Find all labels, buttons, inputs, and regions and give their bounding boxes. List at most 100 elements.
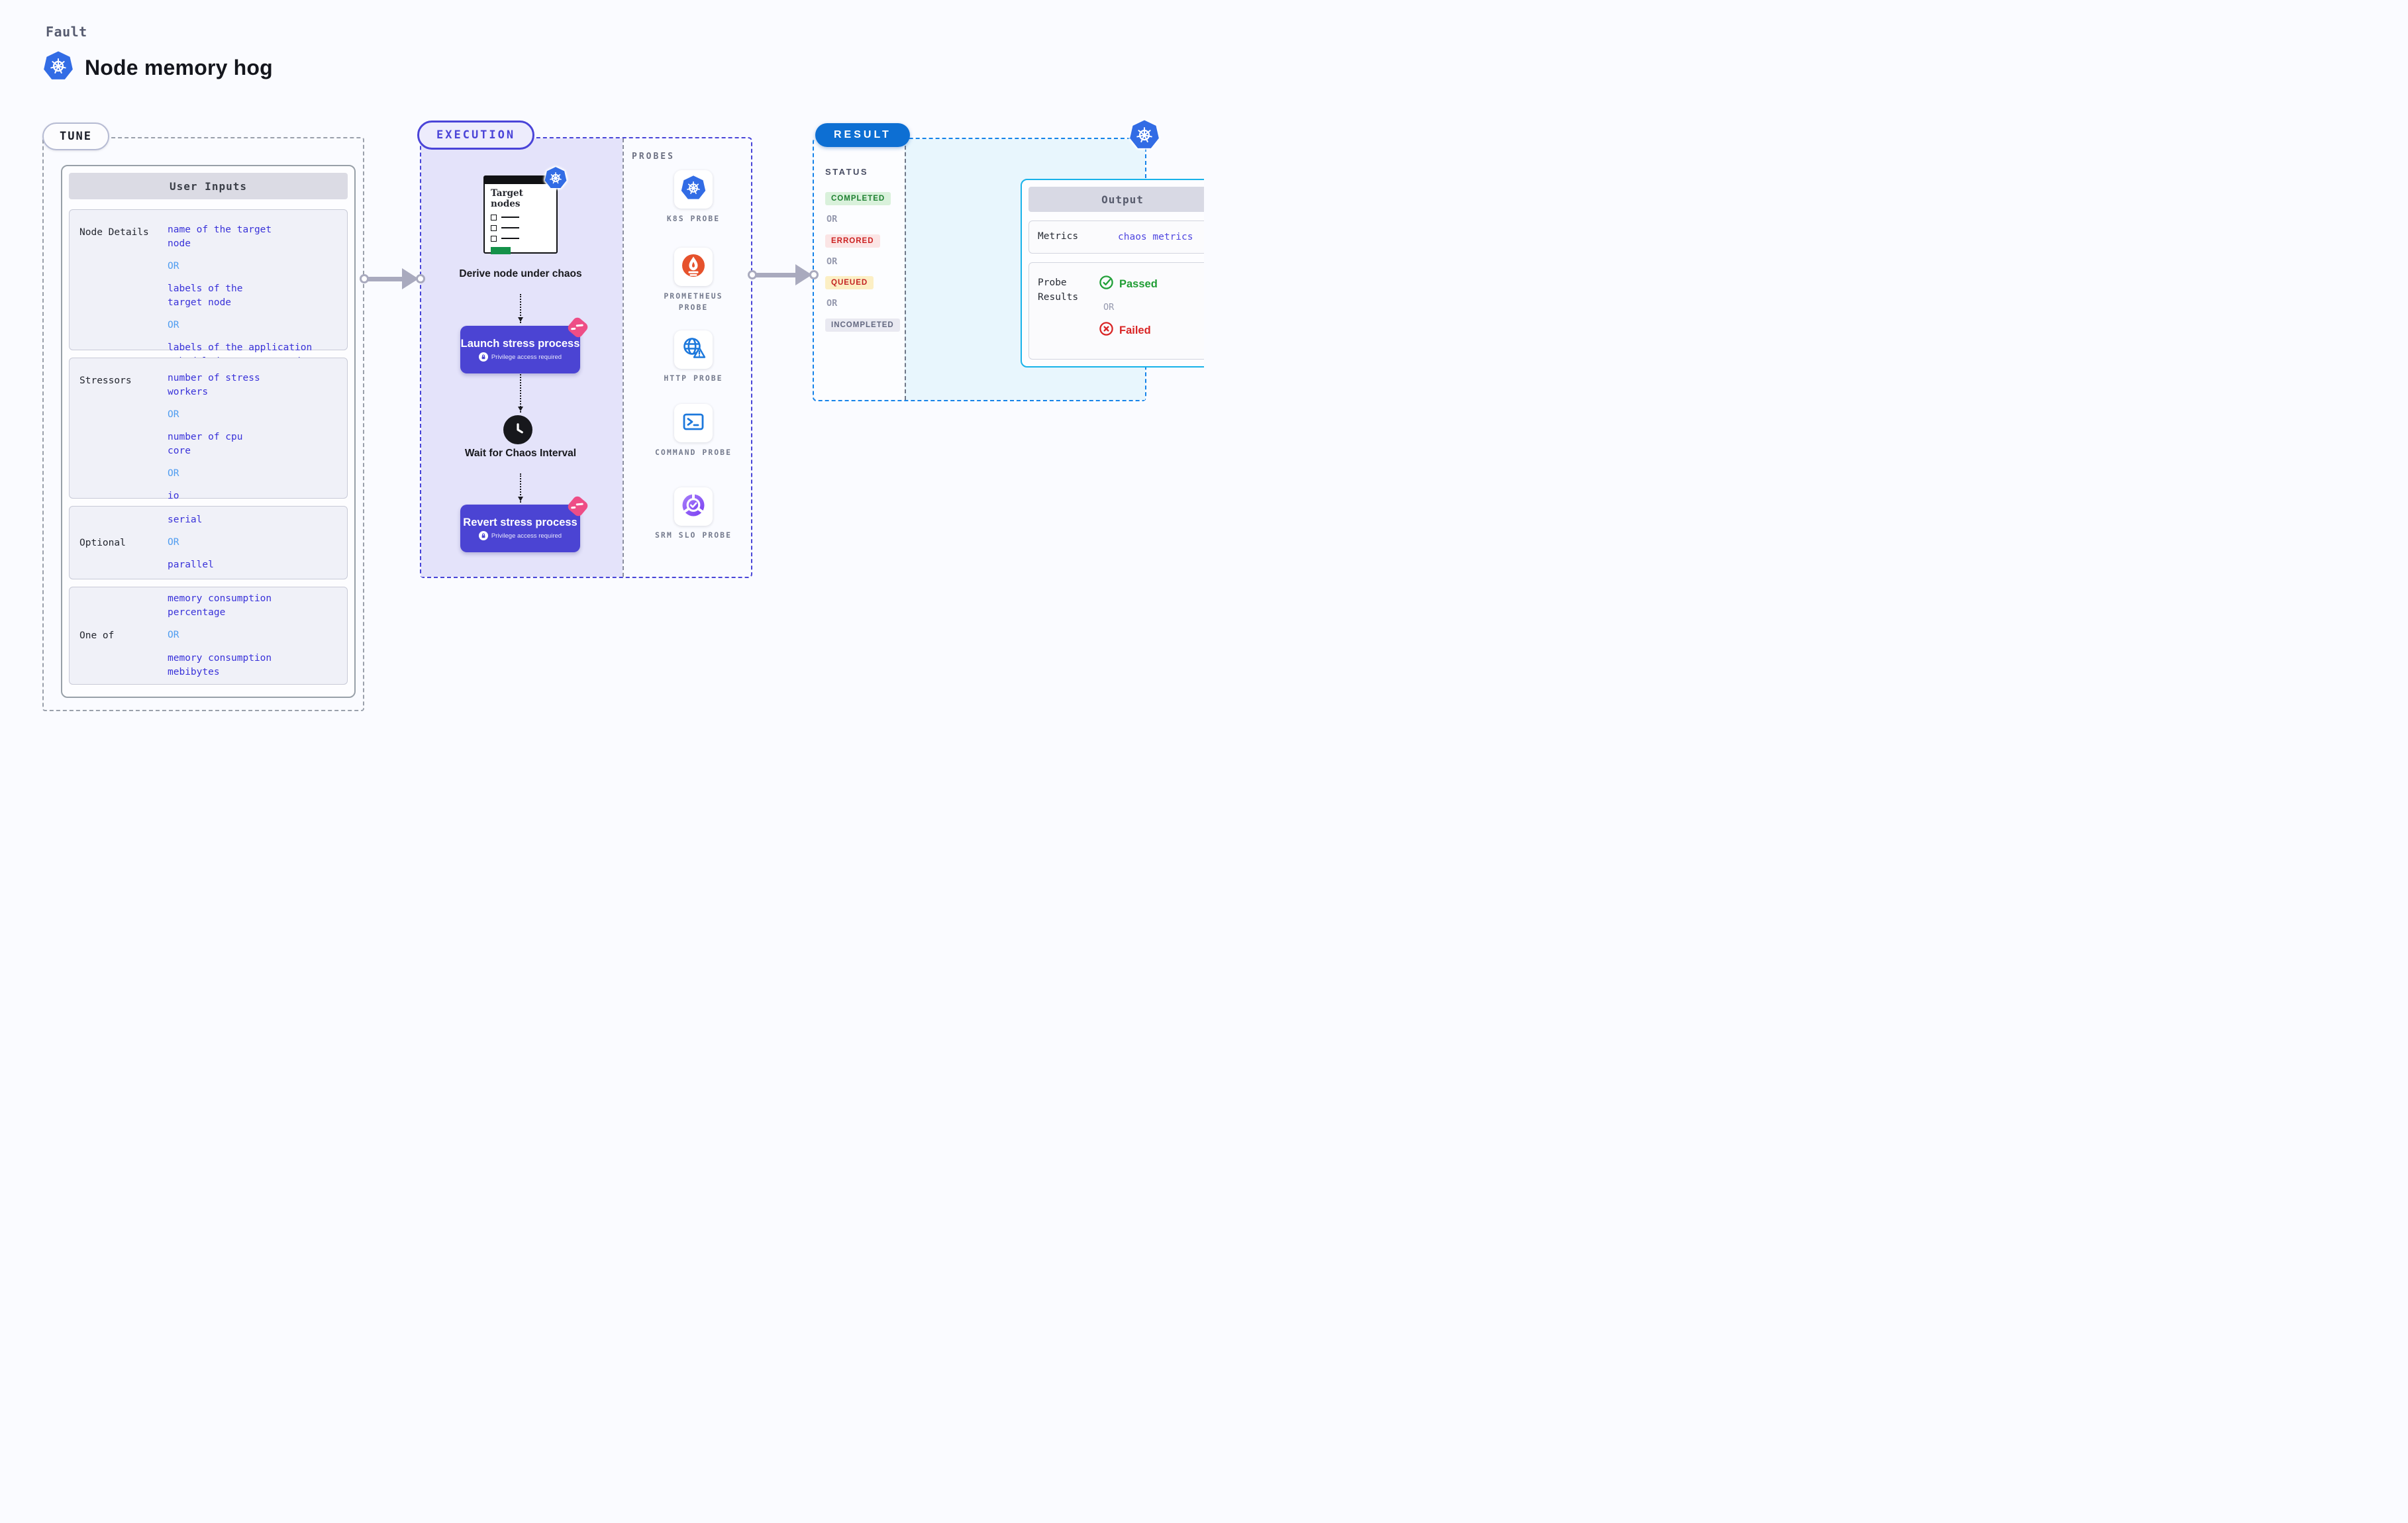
or-separator: OR — [827, 256, 838, 267]
execution-stage-badge: EXECUTION — [417, 121, 535, 150]
launch-stress-process-step: Launch stress process Privilege access r… — [460, 315, 590, 373]
probe-card-command — [674, 404, 713, 442]
status-badge-errored: ERRORED — [825, 234, 880, 248]
arrow-shaft — [755, 272, 797, 277]
input-row-stressors: Stressors number of stress workers OR nu… — [69, 358, 348, 501]
tune-stage-badge: TUNE — [42, 123, 109, 150]
input-value: parallel — [168, 560, 214, 570]
chaos-pink-icon — [566, 315, 590, 340]
page-title: Node memory hog — [85, 56, 273, 79]
user-inputs-card: User Inputs Node Details name of the tar… — [61, 165, 356, 698]
input-value: name of the target node — [168, 224, 272, 250]
arrow-end-dot — [416, 274, 425, 283]
input-row-label: Node Details — [79, 227, 149, 238]
or-separator: OR — [168, 468, 179, 479]
check-circle-icon — [1099, 275, 1114, 293]
privilege-note: Privilege access required — [478, 352, 562, 362]
target-nodes-title: Target nodes — [491, 188, 523, 209]
or-separator: OR — [168, 261, 179, 272]
probe-card-http — [674, 330, 713, 369]
step-title: Launch stress process — [460, 337, 580, 350]
green-button-shape — [491, 246, 511, 254]
probe-results-row: Probe Results Passed OR Failed — [1028, 262, 1204, 360]
or-separator: OR — [168, 409, 179, 420]
passed-line: Passed — [1099, 275, 1158, 293]
result-panel: STATUS COMPLETED OR ERRORED OR QUEUED OR… — [813, 138, 1204, 401]
flow-connector — [518, 473, 523, 503]
input-row-values: memory consumption percentage OR memory … — [168, 587, 272, 684]
http-globe-warning-icon — [680, 335, 707, 365]
terminal-icon — [680, 409, 707, 438]
revert-stress-process-step: Revert stress process Privilege access r… — [460, 494, 590, 552]
window-body: Target nodes — [485, 184, 556, 254]
kubernetes-icon — [1129, 119, 1160, 154]
metrics-label: Metrics — [1038, 231, 1079, 242]
arrow-head — [795, 264, 812, 285]
derive-node-label: Derive node under chaos — [459, 268, 582, 279]
probe-results-label: Probe Results — [1038, 277, 1079, 303]
metrics-row: Metrics chaos metrics — [1028, 221, 1204, 254]
step-title: Revert stress process — [463, 516, 577, 528]
probe-label: K8S PROBE — [666, 214, 721, 223]
execution-flow-zone: Target nodes Derive node under chaos Lau… — [421, 138, 623, 577]
privilege-note: Privilege access required — [478, 531, 562, 541]
status-column: STATUS COMPLETED OR ERRORED OR QUEUED OR… — [825, 167, 900, 332]
probe-label: SRM SLO PROBE — [654, 530, 732, 540]
node-checklist-row — [491, 214, 550, 221]
result-stage-badge: RESULT — [815, 123, 910, 147]
execution-to-result-arrow — [748, 264, 819, 286]
probes-zone: PROBES K8S PROBE PROMETHEUS PROBE HTTP P… — [623, 138, 751, 577]
probe-label: PROMETHEUS PROBE — [664, 291, 723, 312]
arrow-start-dot — [360, 274, 369, 283]
page-title-row: Node memory hog — [42, 50, 273, 85]
input-row-values: serial OR parallel — [168, 507, 214, 579]
or-separator: OR — [827, 214, 838, 224]
input-value: serial — [168, 514, 203, 525]
input-value: io — [168, 491, 179, 502]
probe-card-prometheus — [674, 248, 713, 286]
checkbox-icon — [491, 235, 497, 242]
clock-icon — [503, 415, 532, 444]
flow-connector — [518, 294, 523, 323]
target-nodes-window: Target nodes — [483, 175, 558, 254]
or-separator: OR — [168, 320, 179, 331]
output-card: Output Metrics chaos metrics Probe Resul… — [1021, 179, 1204, 368]
kubernetes-icon — [544, 166, 568, 193]
tune-panel: User Inputs Node Details name of the tar… — [42, 137, 364, 711]
input-row-label: Optional — [79, 537, 126, 548]
input-row-node-details: Node Details name of the target node OR … — [69, 209, 348, 367]
probe-label: COMMAND PROBE — [654, 448, 732, 457]
node-checklist-row — [491, 235, 550, 242]
probe-results-values: Passed OR Failed — [1099, 263, 1158, 359]
output-header: Output — [1028, 187, 1204, 212]
status-badge-completed: COMPLETED — [825, 192, 891, 205]
failed-label: Failed — [1119, 324, 1151, 336]
passed-label: Passed — [1119, 277, 1158, 290]
arrow-head — [402, 268, 419, 289]
input-value: number of cpu core — [168, 432, 243, 457]
wait-interval-label: Wait for Chaos Interval — [464, 448, 577, 459]
metrics-value: chaos metrics — [1118, 232, 1193, 242]
list-line — [501, 238, 519, 240]
x-circle-icon — [1099, 321, 1114, 340]
input-value: number of stress workers — [168, 373, 260, 398]
execution-panel: Target nodes Derive node under chaos Lau… — [420, 137, 752, 578]
or-separator: OR — [1103, 302, 1115, 313]
or-separator: OR — [168, 536, 179, 548]
user-inputs-header: User Inputs — [69, 173, 348, 199]
input-value: labels of the target node — [168, 283, 243, 309]
arrow-start-dot — [748, 270, 757, 279]
input-value: memory consumption mebibytes — [168, 652, 272, 677]
input-row-values: name of the target node OR labels of the… — [168, 210, 312, 367]
probes-heading: PROBES — [632, 152, 675, 162]
tune-to-execution-arrow — [360, 268, 425, 290]
privilege-note-text: Privilege access required — [491, 353, 562, 361]
status-heading: STATUS — [825, 167, 869, 177]
probe-label: HTTP PROBE — [664, 373, 723, 383]
fault-diagram-page: Fault Node memory hog TUNE User Inputs N… — [0, 0, 1204, 762]
input-row-optional: Optional serial OR parallel — [69, 506, 348, 579]
node-checklist-row — [491, 224, 550, 231]
input-row-label: One of — [79, 630, 115, 641]
list-line — [501, 217, 519, 219]
window-title-bar — [485, 177, 556, 184]
